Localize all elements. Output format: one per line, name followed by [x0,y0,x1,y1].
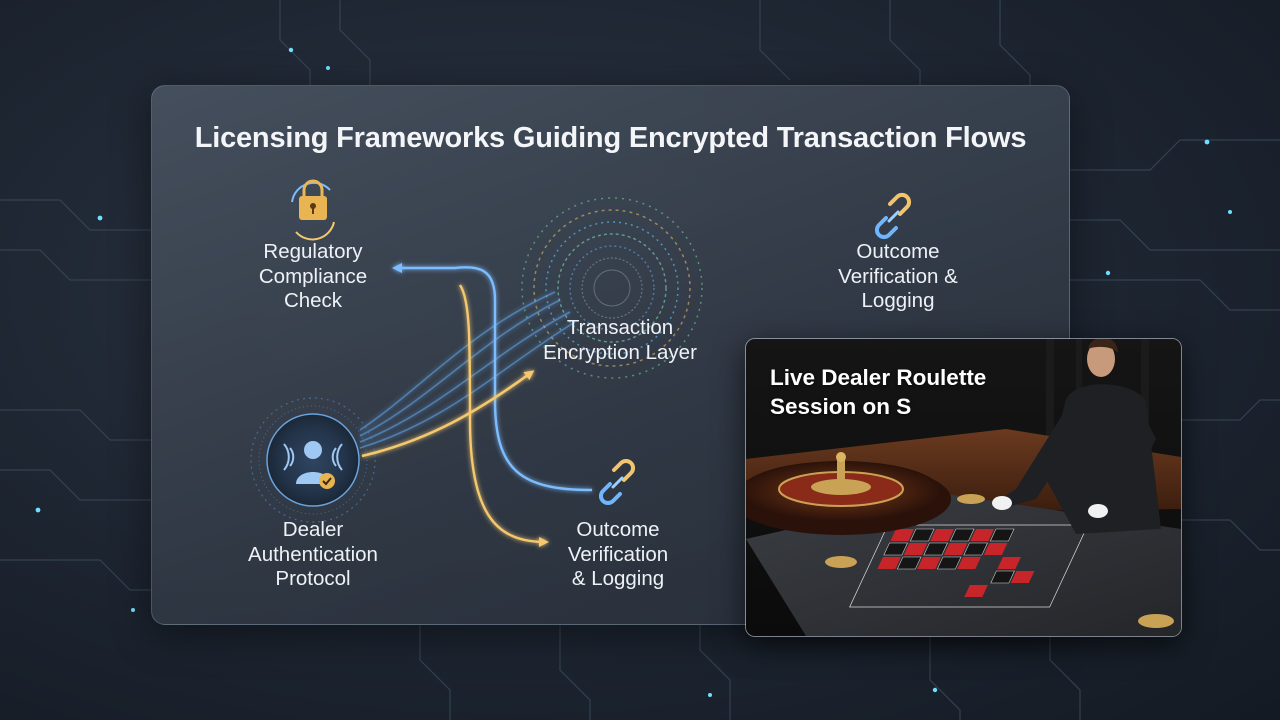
padlock-refresh-icon [291,179,335,241]
node-outcome-verification-bottom: Outcome Verification & Logging [567,518,669,590]
node-transaction-encryption: Transaction Encryption Layer [543,316,697,364]
roulette-scene-image [746,339,1181,636]
dealer-figure [992,339,1161,534]
video-title: Live Dealer Roulette Session on S [770,365,987,419]
node-dealer-authentication: Dealer Authentication Protocol [248,518,378,590]
node-outcome-verification-top: Outcome Verification & Logging [838,240,958,312]
diagram-title: Licensing Frameworks Guiding Encrypted T… [194,122,1027,154]
chain-link-icon [874,192,912,240]
spiral-vortex-icon [521,197,703,379]
dealer-user-check-icon [250,397,376,523]
live-dealer-video-card[interactable]: Live Dealer Roulette Session on S [745,338,1182,637]
chain-link-icon [598,458,636,506]
node-regulatory-compliance: Regulatory Compliance Check [258,240,368,312]
